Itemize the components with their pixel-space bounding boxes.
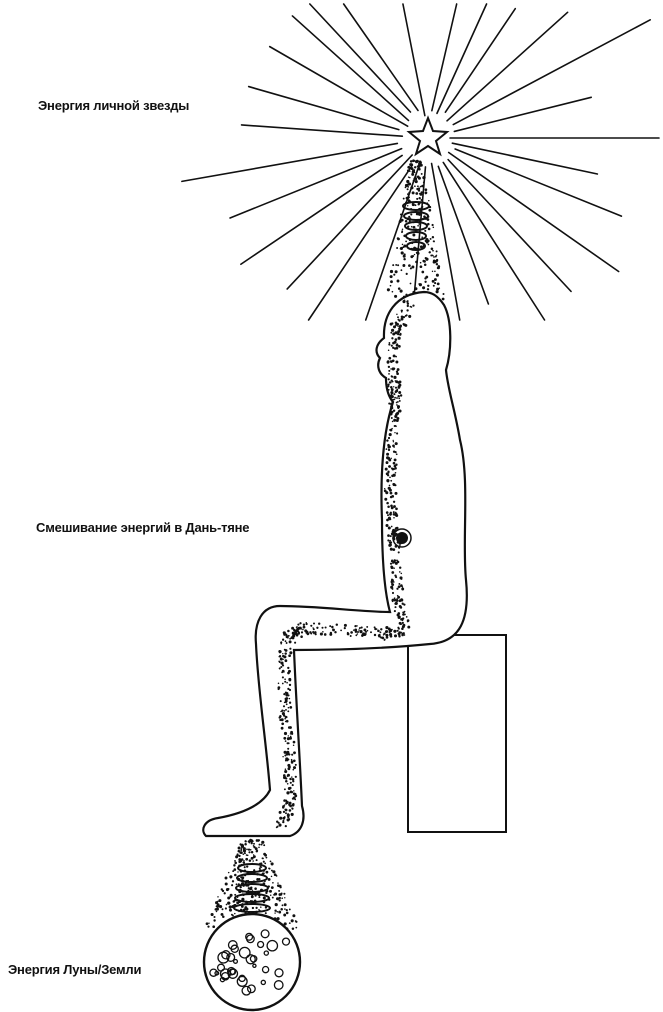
label-moon-earth-energy: Энергия Луны/Земли bbox=[8, 962, 141, 977]
dantian-marker bbox=[396, 532, 408, 544]
star-icon bbox=[409, 118, 447, 154]
label-star-energy: Энергия личной звезды bbox=[38, 98, 189, 113]
label-mixing: Смешивание энергий в Дань-тяне bbox=[36, 520, 249, 535]
seat-block bbox=[408, 635, 506, 832]
moon-earth-sphere bbox=[204, 914, 300, 1010]
energy-coil-top bbox=[403, 202, 429, 250]
